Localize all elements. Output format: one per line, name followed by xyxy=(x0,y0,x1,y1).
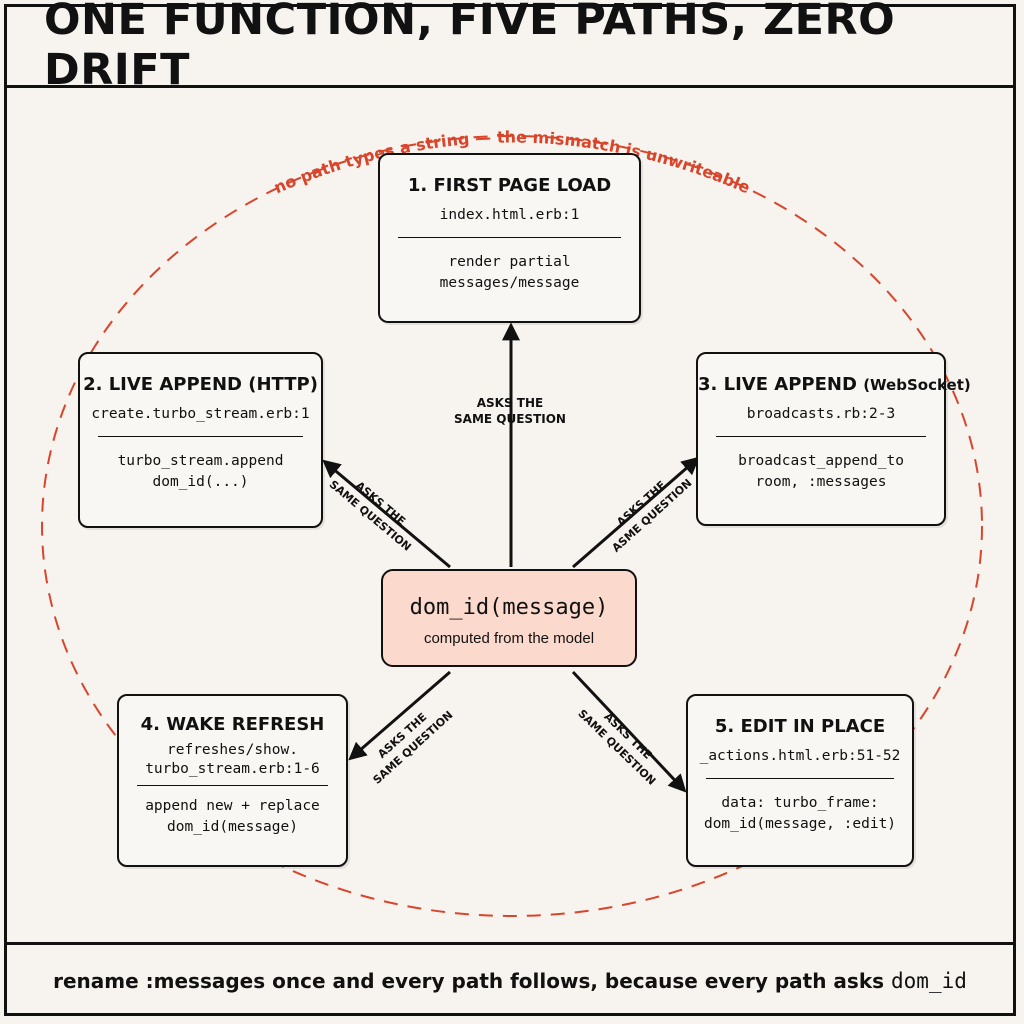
divider xyxy=(706,778,894,779)
footer-text: rename :messages once and every path fol… xyxy=(53,969,967,993)
path-heading-main: 3. LIVE APPEND xyxy=(698,374,857,395)
divider xyxy=(137,785,328,786)
path-box-live-append-http: 2. LIVE APPEND (HTTP) create.turbo_strea… xyxy=(78,352,323,528)
edge-label-top: ASKS THE SAME QUESTION xyxy=(454,396,566,426)
path-location: broadcasts.rb:2-3 xyxy=(746,406,896,422)
divider xyxy=(398,237,621,238)
path-heading: 2. LIVE APPEND (HTTP) xyxy=(83,374,318,395)
arrow-to-live-append-http xyxy=(322,459,451,569)
arrow-to-live-append-websocket xyxy=(572,456,700,569)
path-heading-suffix: (WebSocket) xyxy=(863,376,971,394)
arrow-to-wake-refresh xyxy=(348,670,451,761)
footer-band: rename :messages once and every path fol… xyxy=(4,942,1016,1016)
path-location: index.html.erb:1 xyxy=(439,207,580,223)
path-heading: 3. LIVE APPEND (WebSocket) xyxy=(698,374,971,395)
path-heading: 4. WAKE REFRESH xyxy=(140,714,325,735)
center-caption: computed from the model xyxy=(423,630,595,647)
path-box-first-page-load: 1. FIRST PAGE LOAD index.html.erb:1 rend… xyxy=(378,153,641,323)
center-function: dom_id(message) xyxy=(409,595,609,620)
arrow-to-edit-in-place xyxy=(571,670,687,793)
path-heading: 1. FIRST PAGE LOAD xyxy=(407,175,612,196)
path-location: _actions.html.erb:51-52 xyxy=(699,748,901,764)
page-title: ONE FUNCTION, FIVE PATHS, ZERO DRIFT xyxy=(44,0,896,95)
divider xyxy=(98,436,303,437)
path-location: refreshes/show. turbo_stream.erb:1-6 xyxy=(145,742,320,777)
divider xyxy=(716,436,926,437)
center-function-box: dom_id(message) computed from the model xyxy=(381,569,637,667)
path-body: data: turbo_frame: dom_id(message, :edit… xyxy=(703,795,897,832)
path-location: create.turbo_stream.erb:1 xyxy=(91,406,310,422)
outer-frame xyxy=(4,4,1016,1016)
footer-prefix: rename :messages once and every path fol… xyxy=(53,968,885,993)
path-box-live-append-websocket: 3. LIVE APPEND (WebSocket) broadcasts.rb… xyxy=(696,352,971,526)
boundary-ring xyxy=(41,135,983,917)
footer-code: dom_id xyxy=(891,968,967,993)
path-box-wake-refresh: 4. WAKE REFRESH refreshes/show. turbo_st… xyxy=(117,694,348,867)
path-body: turbo_stream.append dom_id(...) xyxy=(117,453,284,490)
path-body: append new + replace dom_id(message) xyxy=(145,798,320,835)
path-heading: 5. EDIT IN PLACE xyxy=(714,716,886,737)
title-band: ONE FUNCTION, FIVE PATHS, ZERO DRIFT xyxy=(4,0,1016,95)
path-box-edit-in-place: 5. EDIT IN PLACE _actions.html.erb:51-52… xyxy=(686,694,914,867)
path-body: render partial messages/message xyxy=(439,254,580,291)
path-body: broadcast_append_to room, :messages xyxy=(738,453,904,490)
